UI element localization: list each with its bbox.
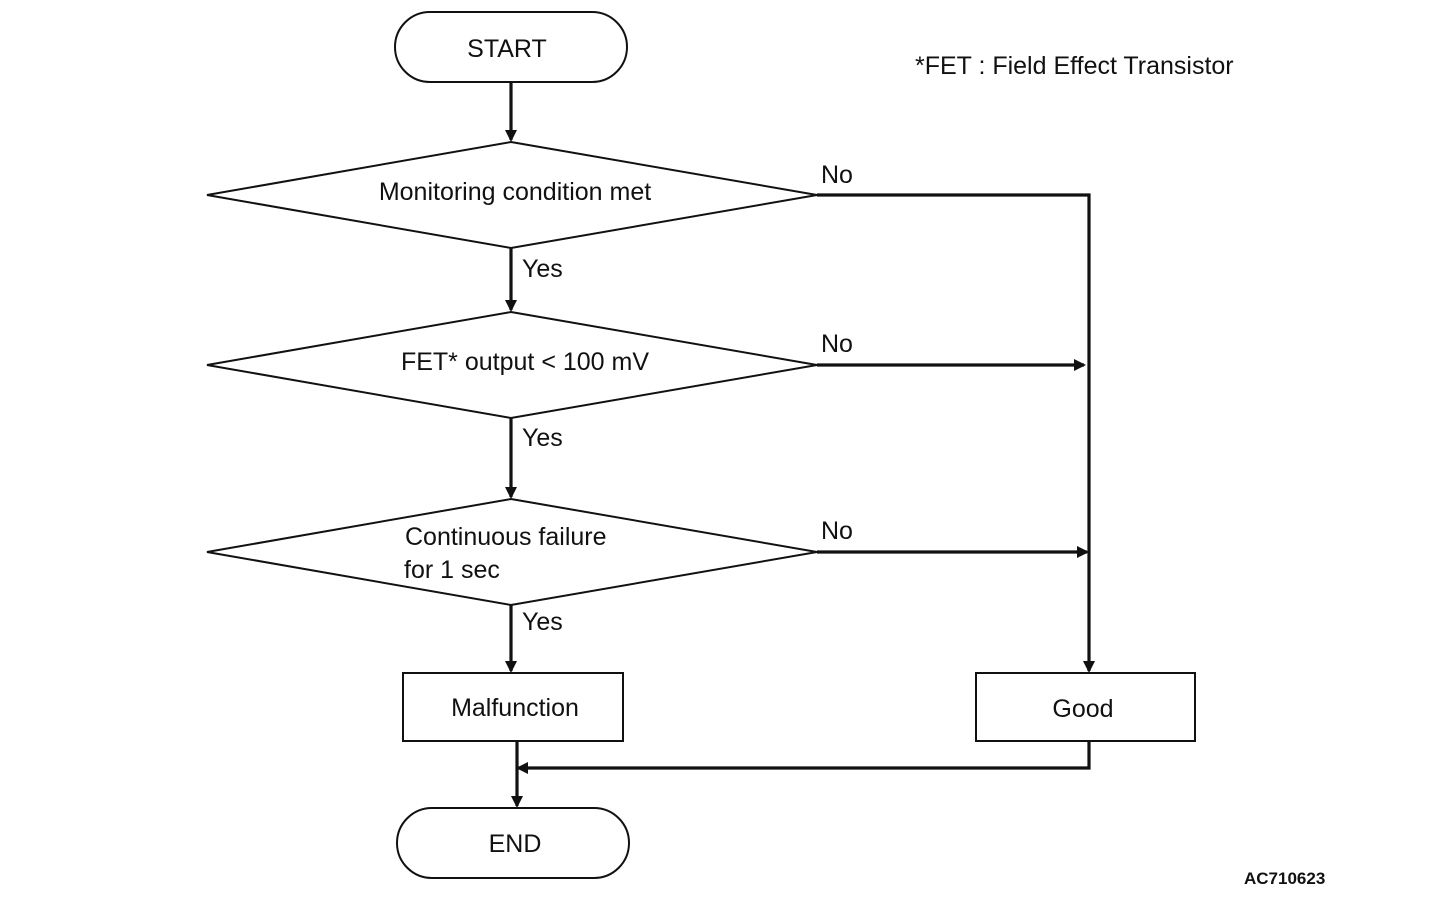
decision-monitoring-condition-label: Monitoring condition met [379,178,651,206]
start-label: START [467,35,547,63]
decision-monitoring-condition: Monitoring condition met [206,140,818,250]
connector-decision1-no-to-good [817,193,1095,673]
start-terminal: START [394,11,628,83]
decision1-yes-label: Yes [522,255,563,283]
figure-code: AC710623 [1244,869,1325,888]
decision2-no-label: No [821,330,853,358]
decision-fet-output-label: FET* output < 100 mV [401,348,649,376]
malfunction-label: Malfunction [451,694,579,722]
good-label: Good [1052,695,1113,723]
decision-fet-output: FET* output < 100 mV [206,310,818,420]
good-process: Good [975,672,1196,742]
connector-good-to-end [516,741,1091,774]
decision-continuous-failure-line1: Continuous failure [405,523,607,551]
decision-continuous-failure: Continuous failure for 1 sec [206,497,818,607]
decision3-no-label: No [821,517,853,545]
decision1-no-label: No [821,161,853,189]
decision3-yes-label: Yes [522,608,563,636]
decision2-yes-label: Yes [522,424,563,452]
footnote-text: *FET : Field Effect Transistor [915,52,1234,80]
end-label: END [489,830,542,858]
end-terminal: END [396,807,630,879]
decision-continuous-failure-line2: for 1 sec [404,556,500,584]
malfunction-process: Malfunction [402,672,624,742]
